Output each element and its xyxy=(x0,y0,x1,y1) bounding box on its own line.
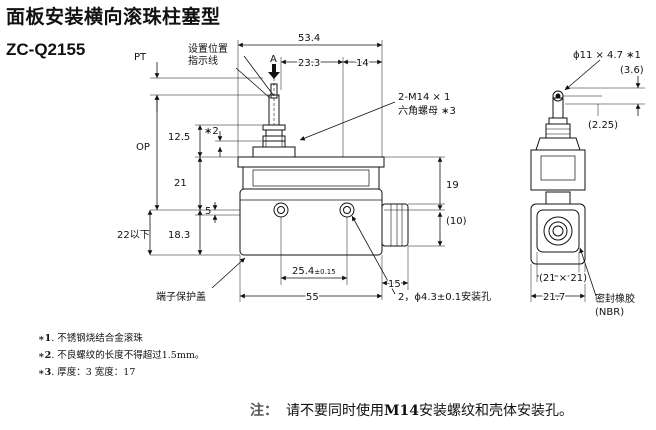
dim-19: 19 xyxy=(446,180,459,191)
seal-label-2: (NBR) xyxy=(595,307,624,318)
dim-2-25: (2.25) xyxy=(588,120,618,131)
page-title: 面板安装横向滚珠柱塞型 xyxy=(6,6,221,28)
mark-2: ∗2 xyxy=(204,126,219,137)
side-view xyxy=(530,90,586,265)
dim-25-4: 25.4±0.15 xyxy=(292,266,336,277)
arrow-a xyxy=(268,64,280,79)
mount-hole-label: 2，ϕ4.3±0.1安装孔 xyxy=(398,290,491,303)
note-2: ∗2. 不良螺纹的长度不得超过1.5mm。 xyxy=(38,350,205,361)
dim-14: 14 xyxy=(356,58,369,69)
seal-label-1: 密封橡胶 xyxy=(595,292,635,305)
footnotes: ∗1. 不锈钢烧结合金滚珠 ∗2. 不良螺纹的长度不得超过1.5mm。 ∗3. … xyxy=(38,330,204,381)
caution-label: 注： xyxy=(250,403,278,419)
terminal-cover-label: 端子保护盖 xyxy=(156,290,206,303)
dim-12-5: 12.5 xyxy=(168,132,190,143)
dim-3-6: (3.6) xyxy=(620,65,644,76)
dim-53-4: 53.4 xyxy=(298,33,320,44)
dim-21: 21 xyxy=(174,178,187,189)
model-number: ZC-Q2155 xyxy=(6,40,86,59)
side-dimensions xyxy=(530,59,645,302)
pt-label: PT xyxy=(134,52,147,63)
note-1: ∗1. 不锈钢烧结合金滚珠 xyxy=(38,333,143,344)
dim-21x21: (21 × 21) xyxy=(539,273,587,284)
note-3: ∗3. 厚度：3 宽度：17 xyxy=(38,367,136,378)
dim-10: (10) xyxy=(446,216,467,227)
nut-label-2: 六角螺母 ∗3 xyxy=(398,105,456,117)
front-labels: PT 设置位置 指示线 A 53.4 23.3 14 2-M14 × 1 六角螺… xyxy=(117,33,491,305)
setting-label-1: 设置位置 xyxy=(188,42,228,55)
dim-55: 55 xyxy=(306,292,319,303)
dim-21-7: 21.7 xyxy=(543,292,565,303)
op-label: OP xyxy=(136,142,150,153)
dim-22: 22以下 xyxy=(117,230,150,241)
dim-23-3: 23.3 xyxy=(298,58,320,69)
dim-15: 15 xyxy=(388,279,401,290)
front-dimensions xyxy=(147,40,445,302)
arrow-a-label: A xyxy=(270,54,277,65)
caution-note: 注：请不要同时使用M14安装螺纹和壳体安装孔。 xyxy=(250,403,573,419)
side-labels: ϕ11 × 4.7 ∗1 (3.6) (2.25) (21 × 21) 21.7… xyxy=(538,50,644,318)
setting-label-2: 指示线 xyxy=(188,54,218,67)
roller-label: ϕ11 × 4.7 ∗1 xyxy=(573,50,641,61)
dim-18-3: 18.3 xyxy=(168,230,190,241)
nut-label-1: 2-M14 × 1 xyxy=(398,92,450,103)
dim-5: 5 xyxy=(205,206,211,217)
front-view xyxy=(237,78,409,256)
